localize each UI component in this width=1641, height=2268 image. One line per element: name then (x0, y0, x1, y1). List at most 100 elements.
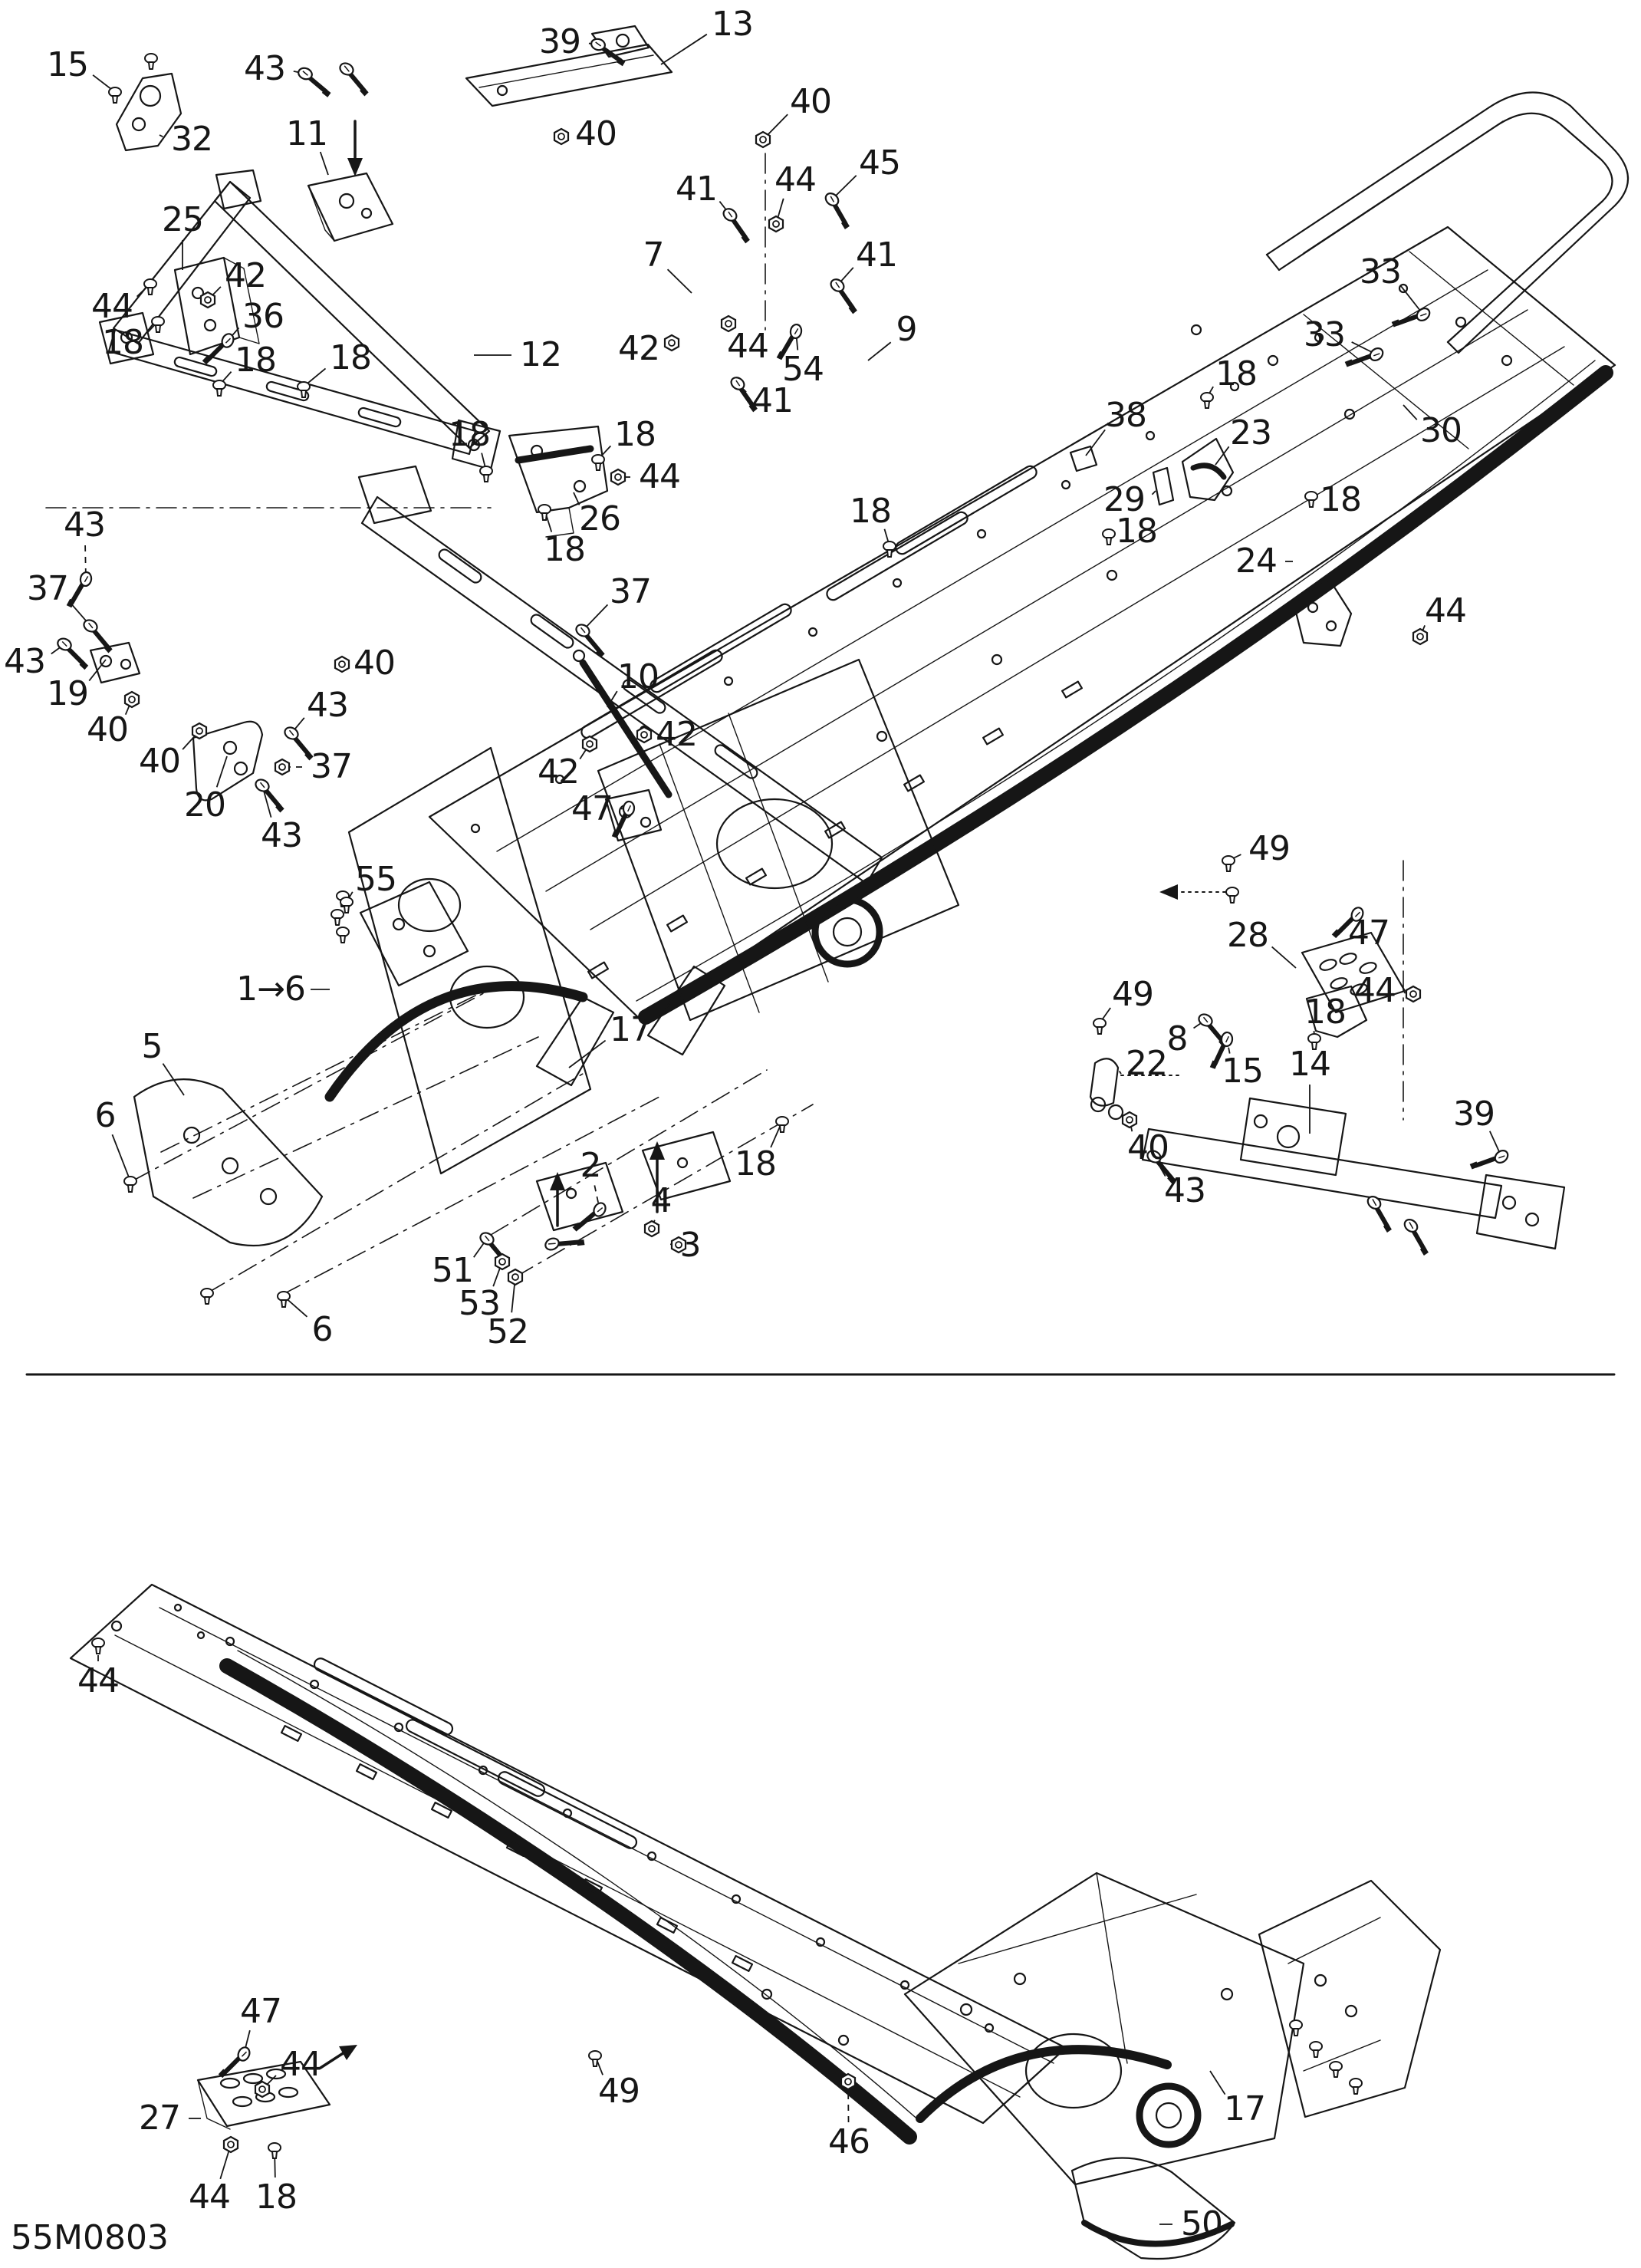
callout-40: 40 (354, 644, 396, 683)
footrest-27 (196, 2045, 357, 2130)
callout-28: 28 (1227, 916, 1269, 955)
callout-47: 47 (1348, 913, 1390, 953)
callout-18: 18 (544, 530, 586, 569)
sheet-code: 55M0803 (11, 2218, 169, 2257)
callout-37: 37 (610, 572, 652, 611)
callout-54: 54 (782, 350, 824, 389)
callout-41: 41 (751, 381, 794, 420)
callout-44: 44 (774, 160, 817, 199)
callout-9: 9 (896, 310, 918, 349)
callout-43: 43 (4, 642, 46, 681)
callout-18: 18 (735, 1144, 777, 1183)
callout-44: 44 (280, 2045, 322, 2084)
callout-50: 50 (1181, 2204, 1223, 2243)
callout-5: 5 (141, 1027, 163, 1066)
callout-40: 40 (1127, 1128, 1169, 1167)
callout-18: 18 (449, 415, 491, 454)
front-bulkhead (324, 658, 960, 1232)
tunnel-bottom-slots (280, 1724, 754, 1973)
callout-26: 26 (579, 499, 621, 538)
callout-51: 51 (432, 1251, 474, 1290)
rear-bumper-30 (1265, 91, 1629, 354)
callout-30: 30 (1420, 411, 1462, 450)
small-brackets-right (1069, 437, 1406, 1107)
callout-11: 11 (286, 114, 328, 153)
callout-44: 44 (77, 1661, 120, 1700)
callout-4: 4 (650, 1181, 673, 1220)
callout-42: 42 (538, 752, 580, 792)
link-20 (192, 720, 264, 802)
callout-18: 18 (255, 2177, 298, 2217)
callout-43: 43 (64, 505, 106, 545)
link-19 (89, 641, 141, 684)
callout-27: 27 (139, 2098, 181, 2138)
callout-18: 18 (330, 338, 372, 377)
callout-52: 52 (487, 1312, 529, 1351)
callout-29: 29 (1103, 480, 1146, 519)
tunnel-bottom (69, 1583, 1067, 2145)
callout-18: 18 (850, 492, 892, 531)
callout-37: 37 (27, 569, 69, 608)
callout-47: 47 (240, 1992, 282, 2031)
callout-44: 44 (639, 457, 681, 496)
callout-17: 17 (610, 1010, 652, 1049)
mudflap-50 (1070, 2157, 1236, 2260)
callout-18: 18 (1304, 992, 1347, 1032)
callout-44: 44 (1425, 591, 1467, 630)
callout-25: 25 (162, 200, 204, 239)
callout-38: 38 (1105, 396, 1147, 435)
bracket-55 (359, 881, 469, 987)
callout-37: 37 (311, 747, 353, 786)
callout-43: 43 (261, 816, 303, 855)
callout-44: 44 (727, 327, 769, 366)
callout-32: 32 (171, 120, 213, 159)
callout-43: 43 (307, 686, 349, 725)
frame-underside-view-art (69, 1583, 1442, 2260)
a-frame-12 (98, 169, 502, 471)
callout-15: 15 (1222, 1052, 1264, 1091)
callout-36: 36 (242, 297, 284, 336)
callout-49: 49 (598, 2072, 640, 2111)
callout-24: 24 (1235, 541, 1278, 581)
callout-53: 53 (459, 1284, 501, 1323)
bracket-26 (508, 425, 609, 538)
callout-42: 42 (656, 715, 698, 754)
side-plate-5 (131, 987, 660, 1305)
callout-55: 55 (355, 860, 397, 899)
frame-exploded-view-art (45, 25, 1629, 1305)
callout-40: 40 (575, 114, 617, 153)
callout-18: 18 (614, 415, 656, 454)
callout-47: 47 (571, 789, 613, 828)
callout-42: 42 (225, 256, 267, 295)
callout-18: 18 (235, 341, 277, 380)
bracket-17-bottom (1258, 1879, 1442, 2118)
callout-14: 14 (1289, 1045, 1331, 1084)
callout-46: 46 (828, 2122, 870, 2161)
callout-10: 10 (617, 657, 659, 696)
callout-40: 40 (139, 742, 181, 781)
callout-7: 7 (643, 235, 665, 275)
callout-20: 20 (184, 785, 226, 825)
callout-44: 44 (189, 2177, 231, 2217)
callout-22: 22 (1126, 1044, 1168, 1083)
callout-12: 12 (520, 335, 562, 374)
callout-41: 41 (676, 170, 718, 209)
callout-17: 17 (1224, 2089, 1266, 2128)
bulkhead-bottom (903, 1871, 1305, 2186)
callout-43: 43 (244, 49, 286, 88)
callout-49: 49 (1248, 829, 1291, 868)
callout-18: 18 (1215, 354, 1258, 393)
callout-3: 3 (679, 1226, 702, 1265)
callout-2: 2 (580, 1146, 602, 1185)
tunnel (428, 225, 1616, 1025)
callout-8: 8 (1166, 1019, 1189, 1058)
fastener-cluster-guides (490, 1069, 814, 1278)
callout-18: 18 (1320, 480, 1362, 519)
callout-15: 15 (47, 45, 89, 84)
tunnel-slot-row (587, 680, 1083, 979)
callout-33: 33 (1304, 315, 1346, 354)
callout-41: 41 (856, 235, 898, 275)
callout-23: 23 (1230, 413, 1272, 453)
bracket-11 (307, 61, 394, 242)
